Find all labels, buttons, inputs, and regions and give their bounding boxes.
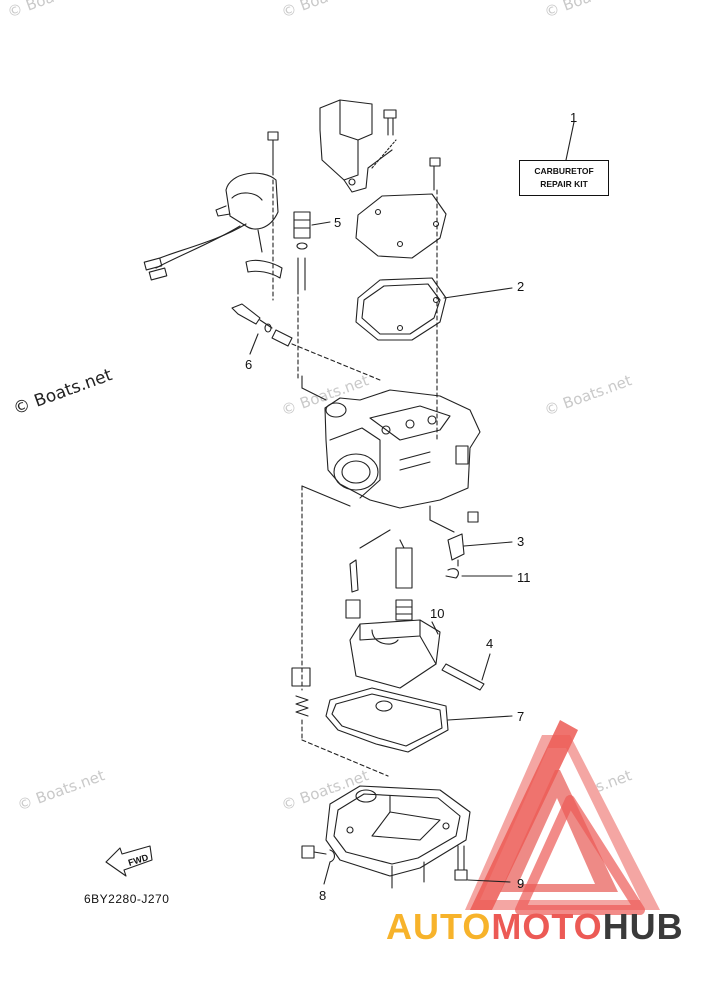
callout-8: 8 — [319, 888, 327, 903]
brand-part-hub: HUB — [602, 906, 684, 947]
callout-10: 10 — [430, 606, 445, 621]
carburetor-body — [301, 375, 481, 691]
bowl-gasket — [325, 687, 513, 753]
callout-5: 5 — [334, 215, 342, 230]
screw — [267, 131, 279, 301]
diagram-part-code: 6BY2280-J270 — [84, 892, 170, 906]
choke-bracket — [319, 99, 393, 193]
forward-arrow-icon — [105, 845, 153, 877]
callout-6: 6 — [245, 357, 253, 372]
pilot-jet — [293, 211, 331, 381]
cover-plate — [355, 157, 447, 441]
callout-1: 1 — [570, 110, 578, 125]
callout-3: 3 — [517, 534, 525, 549]
needle-valve — [445, 511, 513, 579]
callout-2: 2 — [517, 279, 525, 294]
float — [349, 619, 441, 689]
spring — [291, 667, 389, 777]
pilot-screw — [231, 303, 381, 381]
brand-part-auto: AUTO — [386, 906, 492, 947]
screw — [371, 109, 397, 169]
callout-4: 4 — [486, 636, 494, 651]
brand-part-moto: MOTO — [491, 906, 603, 947]
brand-logo-triangle — [465, 720, 660, 915]
callout-11: 11 — [517, 570, 531, 585]
callout-9: 9 — [517, 876, 525, 891]
leader-line — [565, 121, 575, 161]
callout-7: 7 — [517, 709, 525, 724]
kit-label-line2: REPAIR KIT — [540, 179, 588, 189]
gasket — [355, 277, 513, 341]
float-bowl — [325, 785, 471, 889]
drain-screw — [301, 845, 336, 885]
float-pin — [441, 653, 491, 691]
main-jet — [345, 539, 413, 621]
repair-kit-label: CARBURETOF REPAIR KIT — [519, 160, 609, 196]
bowl-bolt — [454, 845, 511, 883]
kit-label-line1: CARBURETOF — [534, 166, 594, 176]
brand-wordmark: AUTOMOTOHUB — [386, 906, 684, 948]
solenoid-assembly — [143, 172, 283, 281]
